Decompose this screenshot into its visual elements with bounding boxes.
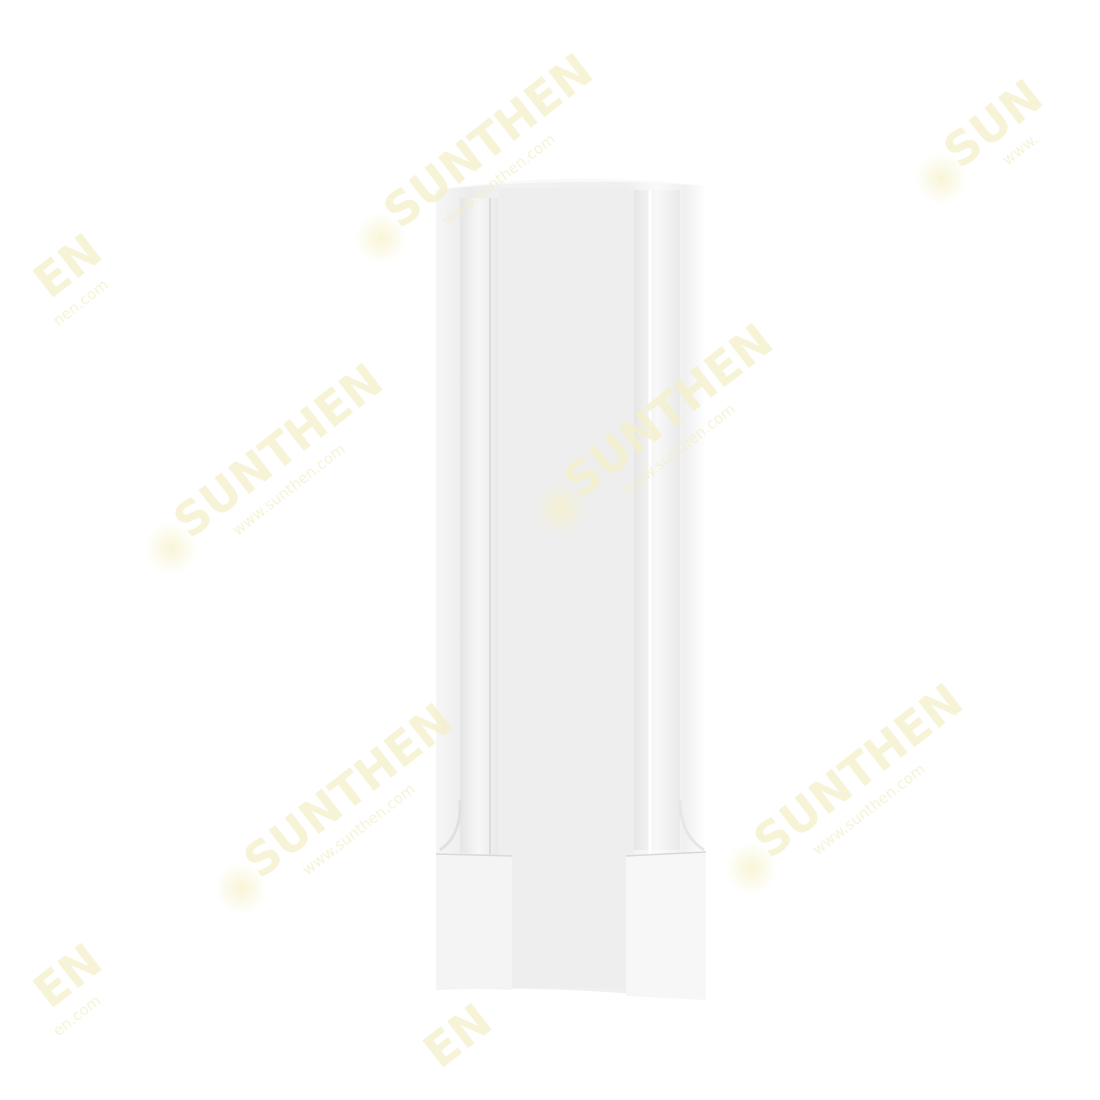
watermark-lower-left: SUNTHEN www.sunthen.com (215, 693, 463, 915)
device-body (435, 178, 707, 1001)
watermark-partial-top-left: EN nen.com (24, 223, 112, 330)
device-left-curve (439, 799, 462, 852)
watermark-partial-top-right: SUN www. (915, 69, 1053, 205)
watermark-partial-bottom-left: EN en.com (24, 933, 112, 1040)
watermark-brand: SUNTHEN (234, 693, 463, 889)
watermark-sun-icon (535, 482, 588, 535)
device-left-ridge (460, 198, 498, 858)
watermark-sun-icon (215, 862, 268, 915)
watermark-lower-right: SUNTHEN www.sunthen.com (725, 673, 973, 895)
watermark-partial-bottom-center: EN (414, 993, 502, 1079)
watermark-sun-icon (725, 842, 778, 895)
watermark-sun-icon (355, 212, 408, 265)
device-front-face (498, 188, 634, 988)
device-base-seam-left (435, 853, 513, 857)
device-base-right (626, 852, 706, 1000)
watermark-sun-icon (145, 522, 198, 575)
device-right-ridge (634, 190, 680, 850)
device-right-curve (678, 799, 705, 852)
watermark-sun-icon (915, 152, 968, 205)
watermark-brand: SUNTHEN (164, 353, 393, 549)
watermark-mid-left: SUNTHEN www.sunthen.com (145, 353, 393, 575)
device-base-left (436, 852, 512, 990)
device-base-seam-right (625, 851, 707, 857)
watermark-brand: SUNTHEN (744, 673, 973, 869)
watermark-partial-brand: EN (414, 993, 502, 1079)
